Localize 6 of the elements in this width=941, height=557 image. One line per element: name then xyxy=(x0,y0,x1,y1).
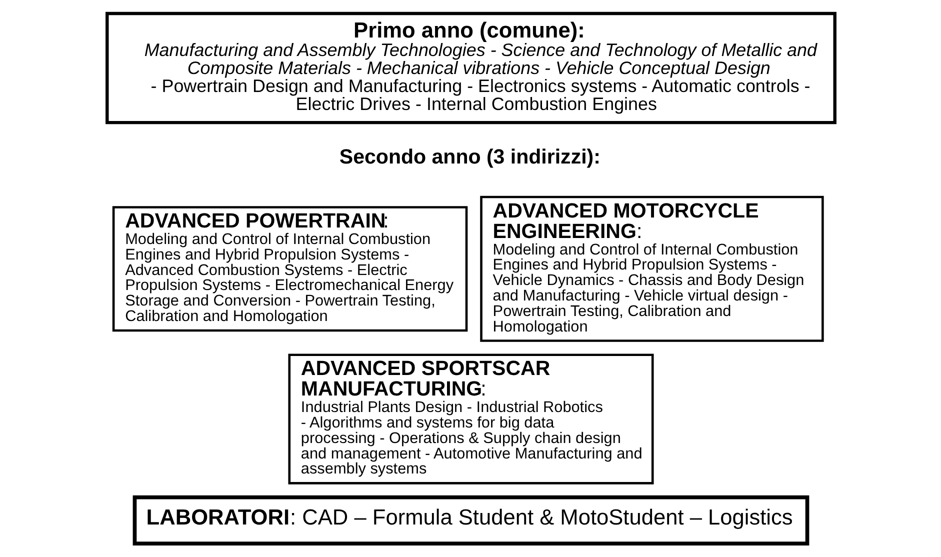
node-box: ADVANCED POWERTRAIN: Modeling and Control of Internal Combustion Engines and Hybrid Propulsion Systems - Advanced Combustion Systems - Electric Propulsion Systems - Electromechanical Energy Storage and Conversion - Powertrain Testing, Calibration and Homologation xyxy=(112,206,468,332)
node-box: ADVANCED MOTORCYCLE ENGINEERING: Modeling and Control of Internal Combustion Engines and Hybrid Propulsion Systems - Vehicle Dynamics - Chassis and Body Design and Manufacturing - Vehicle virtual design - Powertrain Testing, Calibration and Homologation xyxy=(480,196,824,342)
node-box: LABORATORI: CAD – Formula Student & MotoStudent – Logistics xyxy=(132,495,809,546)
label: Secondo anno (3 indirizzi): xyxy=(338,145,600,168)
node-box: Primo anno (comune): Manufacturing and Assembly Technologies - Science and Technology of Metallic and Composite Materials - Mechanical vibrations - Vehicle Conceptual Design - Powertrain Design and Manufacturing - Electronics systems - Automatic controls - Electric Drives - Internal Combustion Engines xyxy=(105,12,836,124)
node-box: ADVANCED SPORTSCAR MANUFACTURING: Industrial Plants Design - Industrial Robotics - Algorithms and systems for big data processing - Operations & Supply chain design and management - Automotive Manufacturing and assembly systems xyxy=(288,354,654,484)
